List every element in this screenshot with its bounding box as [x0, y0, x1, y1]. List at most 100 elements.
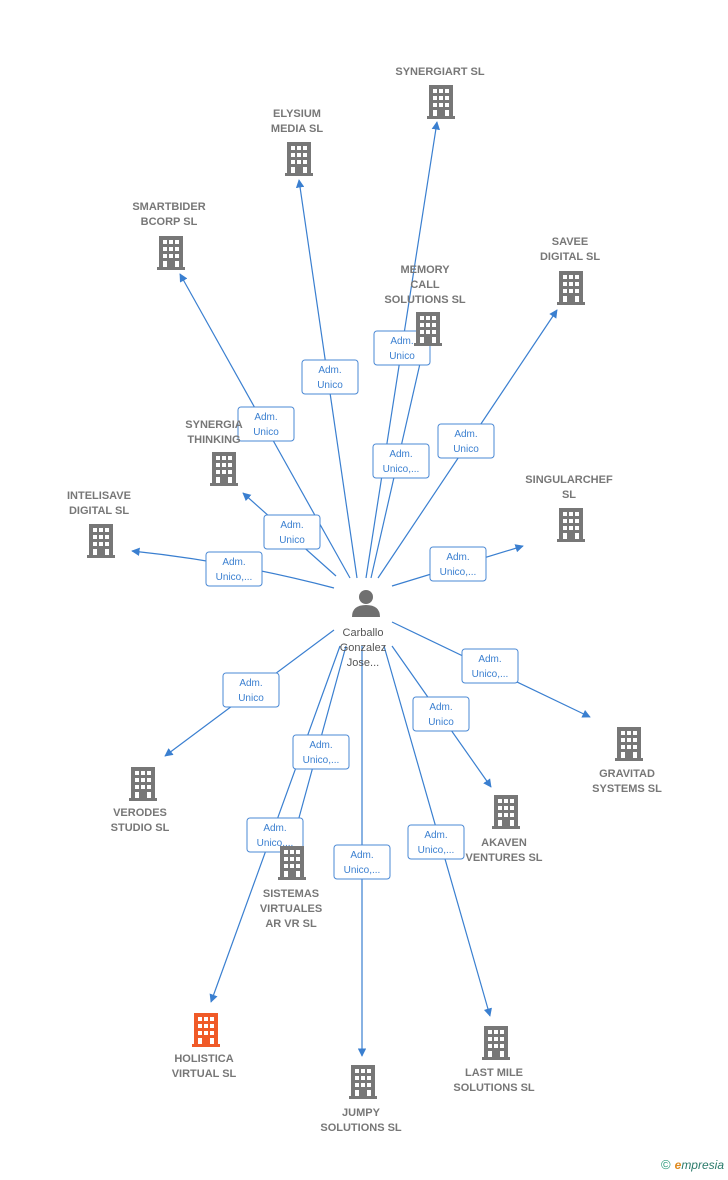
- relation-label-smartbider[interactable]: Adm.Unico: [237, 406, 295, 442]
- relation-label-box: [237, 406, 295, 442]
- company-name: AKAVEN: [481, 837, 527, 849]
- relation-label-text: Adm.: [222, 557, 245, 568]
- relation-label-singularchef[interactable]: Adm. Unico,...: [429, 546, 487, 582]
- company-name: SOLUTIONS SL: [384, 294, 466, 306]
- relation-label-box: [437, 423, 495, 459]
- relation-label-savee[interactable]: Adm.Unico: [437, 423, 495, 459]
- company-node-smartbider[interactable]: SMARTBIDER BCORP SL: [132, 201, 206, 270]
- relation-label-box: [292, 734, 350, 770]
- relation-label-text: Adm.: [280, 520, 303, 531]
- company-name: SYNERGIART SL: [395, 66, 485, 78]
- relation-label-holistica[interactable]: Adm. Unico,...: [246, 817, 304, 853]
- company-name: MEDIA SL: [271, 123, 323, 135]
- relation-label-text: Unico,...: [344, 865, 381, 876]
- relation-label-box: [429, 546, 487, 582]
- company-name: BCORP SL: [141, 216, 198, 228]
- relation-label-box: [407, 824, 465, 860]
- relation-label-text: Unico,...: [440, 567, 477, 578]
- relation-label-synergia[interactable]: Adm. Unico: [263, 514, 321, 550]
- relation-label-intelisave[interactable]: Adm.Unico,...: [205, 551, 263, 587]
- nodes-layer: SYNERGIART SL ELYSIUM MEDIA SL SMARTBIDER BC…: [67, 66, 662, 1134]
- copyright-icon: ©: [661, 1157, 671, 1172]
- building-icon: [414, 312, 442, 346]
- company-name: ELYSIUM: [273, 108, 321, 120]
- company-name: GRAVITAD: [599, 768, 655, 780]
- relation-label-text: Adm.: [424, 830, 447, 841]
- company-name: SL: [562, 489, 576, 501]
- person-icon: [352, 590, 380, 617]
- relation-label-box: [412, 696, 470, 732]
- building-icon: [192, 1013, 220, 1047]
- company-name: LAST MILE: [465, 1067, 523, 1079]
- relation-label-box: [246, 817, 304, 853]
- relation-label-gravitad[interactable]: Adm. Unico,...: [461, 648, 519, 684]
- relation-label-verodes[interactable]: Adm.Unico: [222, 672, 280, 708]
- relation-label-akaven[interactable]: Adm.Unico: [412, 696, 470, 732]
- relation-label-box: [222, 672, 280, 708]
- relation-label-text: Unico,...: [418, 845, 455, 856]
- person-name: Carballo: [343, 627, 384, 639]
- brand-name: mpresia: [681, 1158, 724, 1172]
- person-name: Jose...: [347, 657, 379, 669]
- relation-label-sistemas[interactable]: Adm. Unico,...: [292, 734, 350, 770]
- footer-brand: ©empresia: [661, 1157, 724, 1172]
- relation-label-text: Adm.: [263, 823, 286, 834]
- building-icon: [210, 452, 238, 486]
- company-node-jumpy[interactable]: JUMPY SOLUTIONS SL: [320, 1065, 402, 1134]
- relation-label-text: Unico,...: [472, 669, 509, 680]
- relation-label-synergiart[interactable]: Adm.Unico,...: [372, 443, 430, 479]
- company-name: SOLUTIONS SL: [320, 1122, 402, 1134]
- company-name: INTELISAVE: [67, 490, 131, 502]
- relation-label-box: [263, 514, 321, 550]
- building-icon: [87, 524, 115, 558]
- relation-label-text: Unico: [453, 444, 479, 455]
- person-node[interactable]: CarballoGonzalezJose...: [340, 590, 386, 669]
- company-node-intelisave[interactable]: INTELISAVE DIGITAL SL: [67, 490, 131, 558]
- relation-label-text: Unico: [279, 535, 305, 546]
- edges-layer: [131, 121, 591, 1057]
- company-name: DIGITAL SL: [69, 505, 129, 517]
- company-node-gravitad[interactable]: GRAVITAD SYSTEMS SL: [592, 727, 662, 795]
- company-name: VERODES: [113, 807, 167, 819]
- company-name: SYSTEMS SL: [592, 783, 662, 795]
- company-name: SMARTBIDER: [132, 201, 205, 213]
- relation-label-box: [205, 551, 263, 587]
- company-name: AR VR SL: [265, 918, 317, 930]
- relation-label-text: Adm.: [309, 740, 332, 751]
- building-icon: [157, 236, 185, 270]
- relation-label-text: Unico,...: [257, 838, 294, 849]
- relation-label-jumpy[interactable]: Adm.Unico,...: [333, 844, 391, 880]
- relation-label-text: Adm.: [239, 678, 262, 689]
- company-name: DIGITAL SL: [540, 251, 600, 263]
- relation-label-box: [333, 844, 391, 880]
- company-node-synergiart[interactable]: SYNERGIART SL: [395, 66, 485, 119]
- building-icon: [285, 142, 313, 176]
- building-icon: [482, 1026, 510, 1060]
- building-icon: [557, 271, 585, 305]
- company-name: THINKING: [187, 434, 240, 446]
- building-icon: [615, 727, 643, 761]
- company-name: CALL: [410, 279, 440, 291]
- relation-label-elysium[interactable]: Adm.Unico: [301, 359, 359, 395]
- relation-label-lastmile[interactable]: Adm. Unico,...: [407, 824, 465, 860]
- relation-label-text: Unico,...: [383, 464, 420, 475]
- brand-initial: e: [674, 1158, 682, 1172]
- relation-labels-layer: Adm.Unico,...Adm.UnicoAdm.UnicoAdm.Unico…: [205, 330, 519, 880]
- relation-label-text: Adm.: [478, 654, 501, 665]
- relation-label-text: Adm.: [446, 552, 469, 563]
- relation-label-text: Unico: [389, 351, 415, 362]
- company-name: JUMPY: [342, 1107, 381, 1119]
- building-icon: [557, 508, 585, 542]
- company-node-elysium[interactable]: ELYSIUM MEDIA SL: [271, 108, 323, 176]
- relation-label-text: Unico,...: [303, 755, 340, 766]
